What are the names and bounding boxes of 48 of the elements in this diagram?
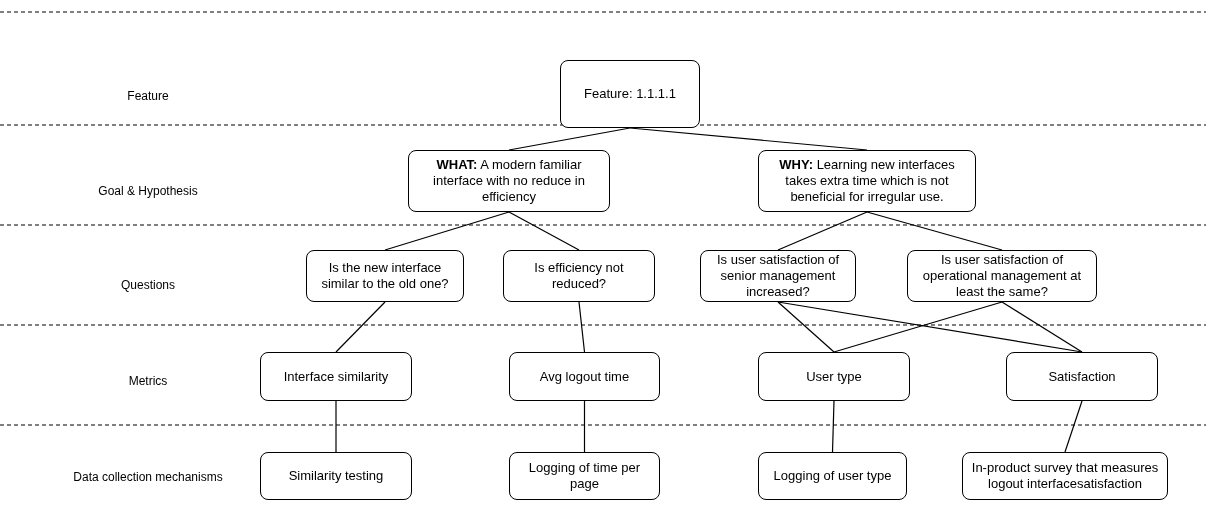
rounded-box <box>560 60 700 128</box>
rounded-box <box>503 250 655 302</box>
rounded-box <box>509 452 660 500</box>
connector-line <box>777 301 835 353</box>
connector-line <box>583 400 586 453</box>
row-label: Goal & Hypothesis <box>97 183 199 200</box>
box-text: Interface similarity <box>283 368 389 385</box>
box-text: User type <box>806 368 862 385</box>
row-label: Questions <box>120 277 176 294</box>
row-label: Data collection mechanisms <box>72 469 224 486</box>
connector-line <box>335 400 337 453</box>
box-text: Is user satisfaction of operational management at least the same? <box>921 252 1083 300</box>
rounded-box <box>408 150 610 212</box>
connector-line <box>384 211 510 251</box>
box-text: WHAT: A modern familiar interface with no reduce in efficiency <box>432 157 586 205</box>
box-text: Similarity testing <box>288 468 384 484</box>
box-text: Logging of time per page <box>527 460 642 492</box>
connector-line <box>335 301 386 353</box>
connector-line <box>508 211 580 251</box>
box-text: Avg logout time <box>539 368 630 385</box>
connector-line <box>831 400 835 453</box>
rounded-box <box>758 352 910 401</box>
rounded-box <box>962 452 1168 500</box>
connector-line <box>866 211 1003 251</box>
box-text: Feature: 1.1.1.1 <box>584 86 676 102</box>
row-label: Metrics <box>127 373 169 390</box>
rounded-box <box>700 250 856 302</box>
rounded-box <box>509 352 660 401</box>
box-text: Logging of user type <box>773 468 892 484</box>
connector-line <box>578 301 586 353</box>
rounded-box <box>306 250 464 302</box>
connector-line <box>1001 301 1083 353</box>
box-text: WHY: Learning new interfaces takes extra time which is not beneficial for irregular use. <box>778 157 956 205</box>
box-text: Is efficiency not reduced? <box>533 260 625 292</box>
box-text: In-product survey that measures logout interfacesatisfaction <box>970 460 1160 492</box>
connector-line <box>833 301 1003 353</box>
row-label: Feature <box>126 88 170 105</box>
rounded-box <box>758 452 907 500</box>
box-text: Is the new interface similar to the old one? <box>320 260 450 292</box>
connector-line <box>777 211 868 251</box>
box-text: Is user satisfaction of senior management increased? <box>715 252 841 300</box>
box-text: Satisfaction <box>1048 368 1116 385</box>
rounded-box <box>907 250 1097 302</box>
rounded-box <box>260 452 412 500</box>
rounded-box <box>1006 352 1158 401</box>
connector-line <box>1064 400 1083 453</box>
rounded-box <box>758 150 976 212</box>
rounded-box <box>260 352 412 401</box>
